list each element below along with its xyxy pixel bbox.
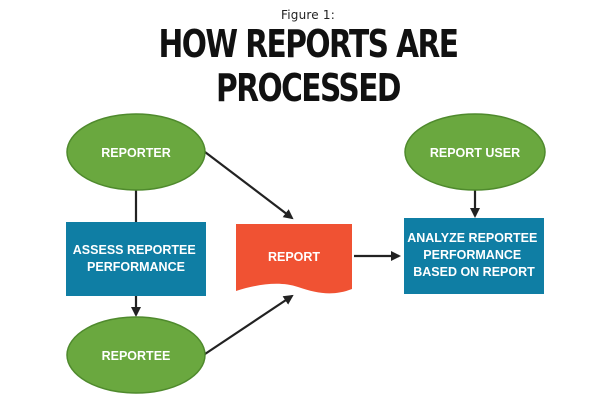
svg-text:REPORT: REPORT [268,250,320,264]
report-label: REPORT [268,250,320,264]
reportee-label: REPORTEE [102,349,171,363]
reporter-label: REPORTER [101,146,170,160]
connector-reporter-to-report [204,151,294,220]
svg-text:REPORTEE: REPORTEE [102,349,171,363]
svg-text:REPORT USER: REPORT USER [430,146,520,160]
assess-label-line-1: ASSESS REPORTEE [73,243,196,257]
node-report-user: REPORT USER [404,113,546,191]
analyze-label-line-2: PERFORMANCE [423,248,521,262]
svg-text:REPORTER: REPORTER [101,146,170,160]
node-assess: ASSESS REPORTEE PERFORMANCE [66,222,206,296]
figure-label: Figure 1: [281,8,335,22]
assess-label-line-2: PERFORMANCE [87,260,185,274]
node-report: REPORT [236,224,352,294]
diagram-title: HOW REPORTS ARE PROCESSED [158,22,459,110]
svg-text:ASSESS REPORTEE PERFOR: ASSESS REPORTEE PERFORMANCE [73,243,199,274]
node-reporter: REPORTER [66,113,206,191]
report-user-ellipse [404,113,546,191]
reporter-ellipse [66,113,206,191]
report-document-shape [236,224,352,294]
node-analyze: ANALYZE REPORTEE PERFORMANCE BASED ON RE… [404,218,544,294]
analyze-label-line-1: ANALYZE REPORTEE [407,231,537,245]
analyze-label-line-3: BASED ON REPORT [413,265,535,279]
assess-box [66,222,206,296]
reportee-ellipse [66,316,206,394]
connector-reportee-to-report [204,294,294,355]
svg-text:ANALYZE REPORTEE PERFO: ANALYZE REPORTEE PERFORMANCE BASED ON RE… [407,231,541,279]
node-reportee: REPORTEE [66,316,206,394]
report-user-label: REPORT USER [430,146,520,160]
analyze-box [404,218,544,294]
